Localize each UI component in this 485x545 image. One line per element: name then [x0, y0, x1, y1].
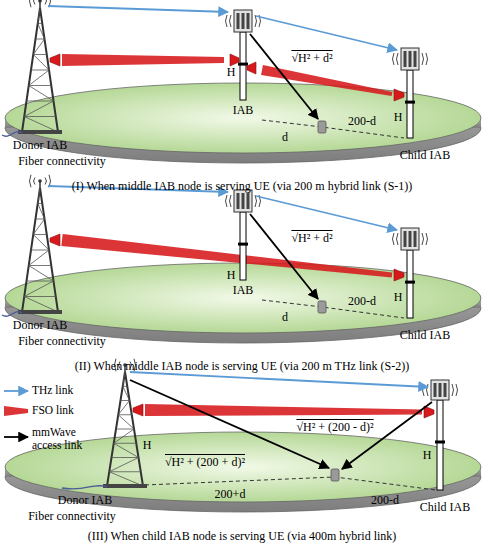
distance-formula: √H² + d²	[291, 52, 332, 64]
distance-label: 200+d	[215, 488, 246, 500]
thz-link	[48, 6, 228, 12]
distance-label: d	[282, 311, 288, 323]
mmwave-access-link	[250, 34, 318, 119]
donor-tower	[2, 0, 62, 136]
note: Fiber connectivity	[18, 335, 106, 347]
height-label: H	[394, 111, 403, 123]
caption: (I) When middle IAB node is serving UE (…	[72, 180, 413, 192]
fso-beam	[62, 54, 224, 66]
height-label: H	[227, 66, 236, 78]
node-name: Child IAB	[400, 329, 450, 341]
child-iab-node	[393, 228, 428, 318]
fso-transceiver	[247, 62, 256, 74]
legend-entry: FSO link	[32, 404, 102, 417]
distance-formula: √H² + d²	[291, 232, 332, 244]
distance-label: 200-d	[371, 494, 399, 506]
donor-tower	[2, 175, 62, 317]
legend-entry: THz link	[32, 384, 102, 397]
mmwave-access-link	[250, 214, 318, 299]
node-name: IAB	[233, 104, 254, 116]
distance-formula: √H² + (200 + d)²	[165, 456, 245, 468]
mmwave-access-link	[342, 402, 432, 469]
fso-beam	[4, 406, 28, 416]
middle-iab-node	[226, 190, 261, 280]
distance-label: 200-d	[348, 115, 376, 127]
legend-entry: mmWave access link	[32, 426, 94, 452]
node-name: Donor IAB	[58, 494, 112, 506]
fso-transceiver	[394, 269, 404, 281]
node-name: Donor IAB	[13, 139, 67, 151]
node-name: Child IAB	[400, 149, 450, 161]
height-label: H	[423, 449, 432, 461]
child-iab-node	[393, 48, 428, 138]
legend-mmwave-sample	[4, 436, 28, 438]
caption: (III) When child IAB node is serving UE …	[88, 530, 397, 542]
note: Fiber connectivity	[18, 155, 106, 167]
node-name: Child IAB	[420, 501, 470, 513]
user-equipment	[318, 301, 326, 313]
caption: (II) When middle IAB node is serving UE …	[75, 360, 410, 372]
thz-link	[256, 16, 397, 50]
middle-iab-node	[226, 10, 261, 100]
user-equipment	[318, 121, 326, 133]
height-label: H	[143, 439, 152, 451]
fso-beam	[261, 65, 392, 96]
ground-distance-line	[145, 477, 436, 490]
fso-transceiver	[50, 234, 60, 246]
fso-transceiver	[133, 404, 143, 416]
fso-transceiver	[50, 54, 60, 66]
distance-label: 200-d	[348, 295, 376, 307]
note: Fiber connectivity	[28, 510, 116, 522]
distance-label: d	[282, 131, 288, 143]
fso-transceiver	[394, 89, 404, 101]
height-label: H	[394, 291, 403, 303]
donor-tower	[62, 359, 147, 489]
user-equipment	[331, 469, 339, 481]
distance-formula: √H² + (200 - d)²	[296, 421, 373, 433]
fso-transceiver	[230, 54, 239, 66]
node-name: IAB	[233, 284, 254, 296]
node-name: Donor IAB	[13, 319, 67, 331]
thz-link	[256, 196, 397, 230]
child-iab-node	[423, 380, 458, 490]
legend-thz-sample	[4, 390, 28, 392]
thz-link	[130, 372, 428, 387]
height-label: H	[227, 269, 236, 281]
